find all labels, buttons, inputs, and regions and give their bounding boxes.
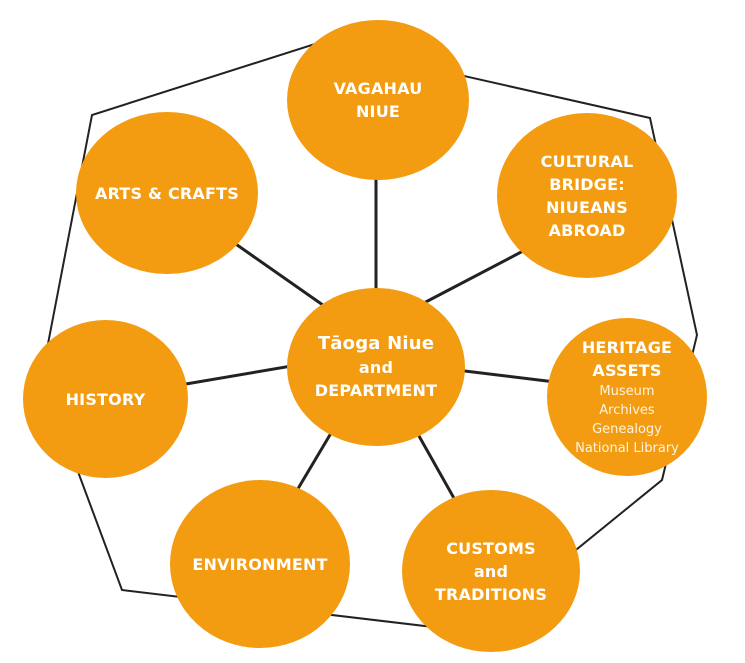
node-vagahau: VAGAHAU NIUE xyxy=(287,20,469,180)
cultural-bridge-line1: CULTURAL BRIDGE: xyxy=(540,151,634,194)
spoke-arts xyxy=(229,238,331,312)
center-line2: and xyxy=(358,358,394,377)
heritage-title: HERITAGE ASSETS xyxy=(581,338,673,380)
heritage-item-museum: Museum xyxy=(599,384,655,399)
center-line1: Tāoga Niue xyxy=(317,333,435,354)
vagahau-line2: NIUE xyxy=(355,102,401,121)
node-environment: ENVIRONMENT xyxy=(170,480,350,648)
customs-line1: CUSTOMS xyxy=(446,538,536,558)
node-arts: ARTS & CRAFTS xyxy=(76,112,258,274)
vagahau-line1: VAGAHAU xyxy=(333,79,423,98)
heritage-item-archives: Archives xyxy=(599,403,655,418)
heritage-item-national-library: National Library xyxy=(575,441,679,456)
node-cultural-bridge: CULTURAL BRIDGE: NIUEANS ABROAD xyxy=(497,113,677,278)
customs-line3: TRADITIONS xyxy=(434,584,548,604)
node-center: Tāoga Niue and DEPARTMENT xyxy=(287,288,465,446)
center-line3: DEPARTMENT xyxy=(314,381,438,400)
spoke-cultural-bridge xyxy=(419,248,526,307)
cultural-bridge-line2: NIUEANS xyxy=(546,197,628,217)
heritage-item-genealogy: Genealogy xyxy=(592,422,662,437)
node-customs: CUSTOMS and TRADITIONS xyxy=(402,490,580,652)
node-history: HISTORY xyxy=(23,320,188,478)
node-heritage: HERITAGE ASSETS Museum Archives Genealog… xyxy=(547,318,707,476)
cultural-bridge-line3: ABROAD xyxy=(548,220,626,240)
environment-label: ENVIRONMENT xyxy=(192,554,328,574)
history-label: HISTORY xyxy=(65,389,146,409)
arts-label: ARTS & CRAFTS xyxy=(95,183,239,203)
customs-line2: and xyxy=(473,561,509,581)
